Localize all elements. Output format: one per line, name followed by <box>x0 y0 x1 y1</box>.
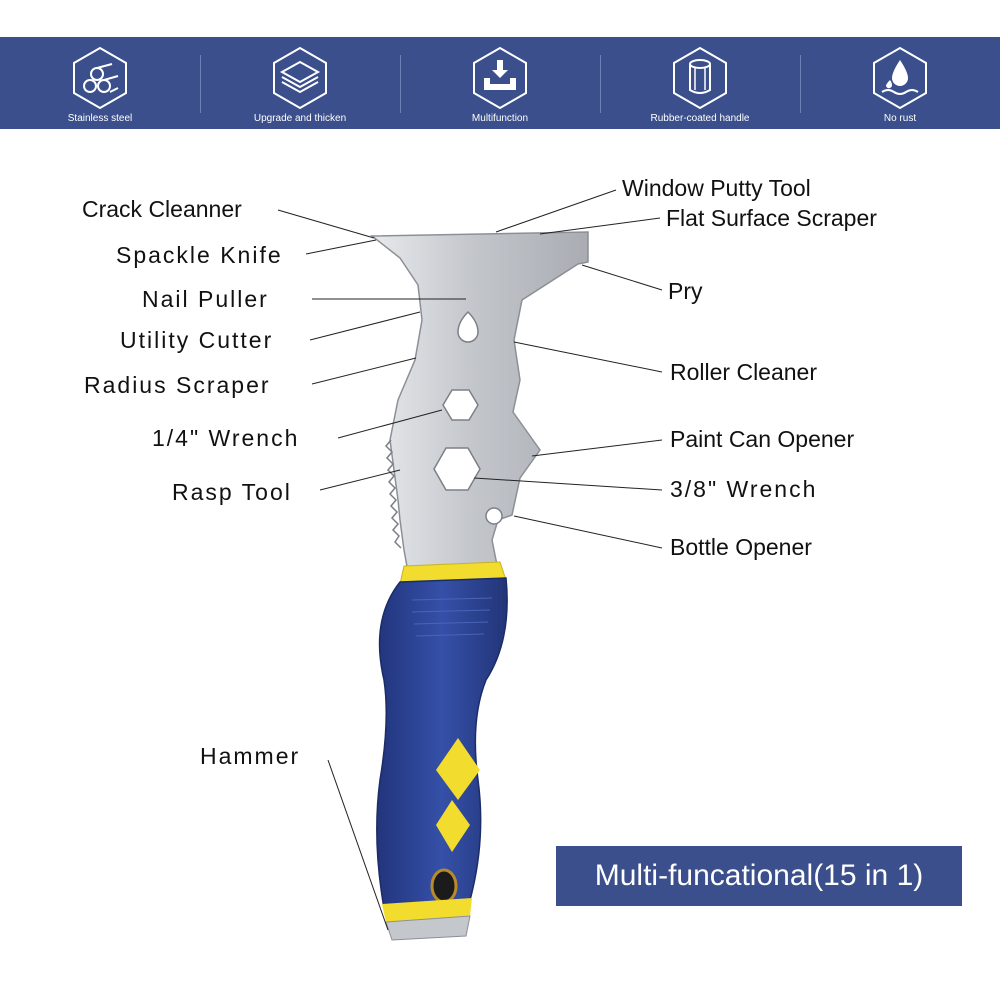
divider <box>600 55 601 113</box>
blade <box>369 231 589 573</box>
hammer-cap <box>385 915 471 941</box>
handle-end-band <box>382 898 472 922</box>
leader-lines <box>277 189 663 931</box>
label-rasp-tool: Rasp Tool <box>172 479 292 505</box>
feature-rubber-handle: Rubber-coated handle <box>600 37 800 129</box>
rasp-teeth <box>384 439 402 549</box>
handle <box>376 577 508 909</box>
label-window-putty-tool: Window Putty Tool <box>622 175 811 201</box>
label-quarter-wrench: 1/4" Wrench <box>152 425 300 451</box>
layers-icon <box>273 46 327 110</box>
feature-label: Upgrade and thicken <box>253 113 347 124</box>
logs-icon <box>73 46 127 110</box>
roll-icon <box>673 46 727 110</box>
grip-texture <box>411 597 493 637</box>
hang-hole <box>430 868 458 904</box>
feature-multifunction: Multifunction <box>400 37 600 129</box>
quarter-wrench-hole <box>442 389 479 421</box>
feature-label: Stainless steel <box>67 113 133 124</box>
bottle-opener-hole <box>485 507 503 525</box>
feature-label: Multifunction <box>471 113 529 124</box>
label-bottle-opener: Bottle Opener <box>670 534 812 560</box>
divider <box>400 55 401 113</box>
three-eighths-wrench-hole <box>433 447 481 491</box>
feature-banner: Stainless steel Upgrade and thicken Mult… <box>0 37 1000 129</box>
label-nail-puller: Nail Puller <box>142 286 269 312</box>
handle-diamond <box>436 738 480 800</box>
handle-diamond <box>436 800 470 852</box>
divider <box>200 55 201 113</box>
feature-upgrade: Upgrade and thicken <box>200 37 400 129</box>
feature-no-rust: No rust <box>800 37 1000 129</box>
label-pry: Pry <box>668 278 703 304</box>
feature-label: Rubber-coated handle <box>650 113 750 124</box>
download-tray-icon <box>473 46 527 110</box>
label-crack-cleanner: Crack Cleanner <box>82 196 242 222</box>
feature-label: No rust <box>883 113 917 124</box>
label-utility-cutter: Utility Cutter <box>120 327 274 353</box>
label-roller-cleaner: Roller Cleaner <box>670 359 818 385</box>
label-flat-surface-scraper: Flat Surface Scraper <box>666 205 877 231</box>
label-paint-can-opener: Paint Can Opener <box>670 426 855 452</box>
label-radius-scraper: Radius Scraper <box>84 372 271 398</box>
divider <box>800 55 801 113</box>
label-three-eighths-wrench: 3/8" Wrench <box>670 476 818 502</box>
nail-puller-hole <box>457 310 479 343</box>
water-drop-icon <box>873 46 927 110</box>
label-hammer: Hammer <box>200 743 301 769</box>
multi-function-badge: Multi-funcational(15 in 1) <box>556 846 962 906</box>
label-spackle-knife: Spackle Knife <box>116 242 283 268</box>
feature-stainless-steel: Stainless steel <box>0 37 200 129</box>
